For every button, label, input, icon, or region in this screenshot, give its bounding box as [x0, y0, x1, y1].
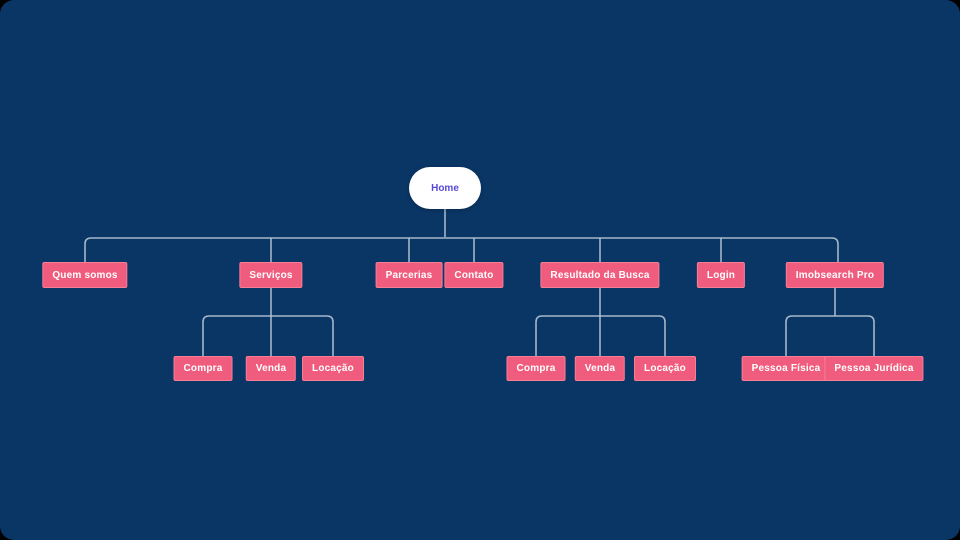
- node-imobsearch-pro-label: Imobsearch Pro: [795, 269, 875, 281]
- node-servicos-label: Serviços: [249, 269, 293, 281]
- connector-resultado-bus: [535, 315, 666, 356]
- node-busca-locacao-label: Locação: [644, 363, 686, 374]
- node-resultado-da-busca[interactable]: Resultado da Busca: [540, 262, 660, 288]
- node-servicos-locacao[interactable]: Locação: [302, 356, 364, 381]
- node-servicos-compra[interactable]: Compra: [173, 356, 233, 381]
- connector-servicos-bus: [202, 315, 334, 356]
- node-pessoa-juridica-label: Pessoa Jurídica: [834, 363, 914, 374]
- node-servicos-locacao-label: Locação: [312, 363, 354, 374]
- node-home[interactable]: Home: [409, 167, 481, 209]
- node-login-label: Login: [706, 269, 736, 281]
- node-quem-somos-label: Quem somos: [52, 269, 118, 281]
- node-busca-venda-label: Venda: [584, 363, 616, 374]
- node-servicos[interactable]: Serviços: [239, 262, 303, 288]
- node-contato-label: Contato: [454, 269, 494, 281]
- node-login[interactable]: Login: [696, 262, 746, 288]
- node-imobsearch-pro[interactable]: Imobsearch Pro: [785, 262, 885, 288]
- node-resultado-da-busca-label: Resultado da Busca: [550, 269, 650, 281]
- node-home-label: Home: [431, 182, 459, 194]
- node-pessoa-fisica[interactable]: Pessoa Física: [741, 356, 831, 381]
- node-contato[interactable]: Contato: [444, 262, 504, 288]
- node-parcerias-label: Parcerias: [385, 269, 433, 281]
- connector-imobsearch-bus: [785, 315, 875, 356]
- node-pessoa-fisica-label: Pessoa Física: [751, 363, 821, 374]
- node-pessoa-juridica[interactable]: Pessoa Jurídica: [824, 356, 924, 381]
- node-busca-compra-label: Compra: [516, 363, 556, 374]
- node-busca-locacao[interactable]: Locação: [634, 356, 696, 381]
- node-servicos-venda-label: Venda: [255, 363, 287, 374]
- node-parcerias[interactable]: Parcerias: [375, 262, 443, 288]
- node-busca-venda[interactable]: Venda: [574, 356, 626, 381]
- node-servicos-venda[interactable]: Venda: [245, 356, 297, 381]
- node-servicos-compra-label: Compra: [183, 363, 223, 374]
- node-busca-compra[interactable]: Compra: [506, 356, 566, 381]
- node-quem-somos[interactable]: Quem somos: [42, 262, 128, 288]
- connector-level1-bus: [84, 237, 839, 262]
